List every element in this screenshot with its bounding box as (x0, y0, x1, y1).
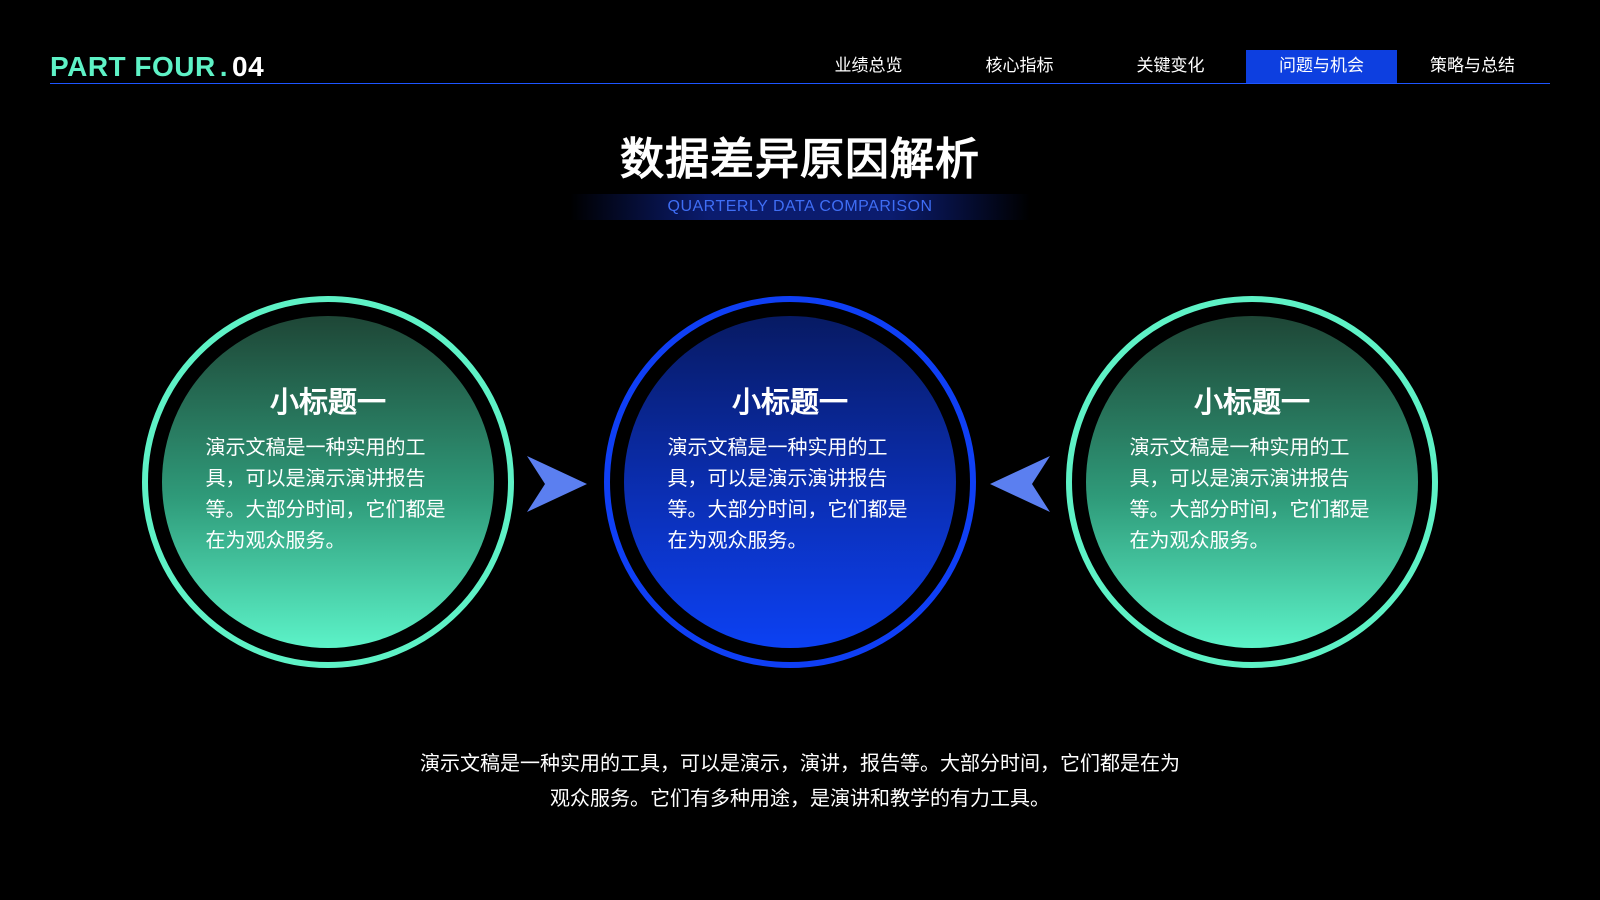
arrow-right-shape (527, 456, 587, 512)
card-title: 小标题一 (269, 385, 386, 419)
summary-text: 演示文稿是一种实用的工具，可以是演示，演讲，报告等。大部分时间，它们都是在为 观… (350, 746, 1250, 816)
card-circle-left-inner: 小标题一 演示文稿是一种实用的工具，可以是演示演讲报告等。大部分时间，它们都是在… (162, 316, 494, 648)
card-text: 演示文稿是一种实用的工具，可以是演示演讲报告等。大部分时间，它们都是在为观众服务… (1129, 435, 1370, 552)
nav-item-core-metrics[interactable]: 核心指标 (985, 56, 1054, 76)
page-title: 数据差异原因解析 (620, 134, 980, 185)
arrow-left-icon (990, 456, 1050, 512)
brand-title: PART FOUR.04 (50, 50, 264, 84)
nav-item-performance-overview[interactable]: 业绩总览 (834, 56, 903, 76)
nav-divider (50, 83, 1550, 84)
card-circle-right: 小标题一 演示文稿是一种实用的工具，可以是演示演讲报告等。大部分时间，它们都是在… (1066, 296, 1438, 668)
brand-separator: . (219, 51, 229, 82)
nav-item-strategy-summary[interactable]: 策略与总结 (1430, 56, 1515, 76)
summary-line-2: 观众服务。它们有多种用途，是演讲和教学的有力工具。 (550, 786, 1050, 810)
arrow-right-icon (527, 456, 587, 512)
top-nav: 业绩总览 核心指标 关键变化 问题与机会 策略与总结 (793, 50, 1548, 83)
page-subtitle: QUARTERLY DATA COMPARISON (667, 198, 933, 215)
summary-line-1: 演示文稿是一种实用的工具，可以是演示，演讲，报告等。大部分时间，它们都是在为 (420, 751, 1180, 775)
card-circle-center-inner: 小标题一 演示文稿是一种实用的工具，可以是演示演讲报告等。大部分时间，它们都是在… (624, 316, 956, 648)
card-text: 演示文稿是一种实用的工具，可以是演示演讲报告等。大部分时间，它们都是在为观众服务… (667, 435, 908, 552)
nav-item-key-changes[interactable]: 关键变化 (1136, 56, 1205, 76)
subtitle-glow (570, 194, 1030, 220)
nav-item-problems-opportunities[interactable]: 问题与机会 (1246, 50, 1397, 83)
brand-text: PART FOUR (50, 51, 216, 82)
arrow-left-shape (990, 456, 1050, 512)
brand-number: 04 (232, 51, 265, 82)
card-title: 小标题一 (1193, 385, 1310, 419)
card-circle-left: 小标题一 演示文稿是一种实用的工具，可以是演示演讲报告等。大部分时间，它们都是在… (142, 296, 514, 668)
card-circle-center: 小标题一 演示文稿是一种实用的工具，可以是演示演讲报告等。大部分时间，它们都是在… (604, 296, 976, 668)
card-circle-right-inner: 小标题一 演示文稿是一种实用的工具，可以是演示演讲报告等。大部分时间，它们都是在… (1086, 316, 1418, 648)
card-title: 小标题一 (731, 385, 848, 419)
card-text: 演示文稿是一种实用的工具，可以是演示演讲报告等。大部分时间，它们都是在为观众服务… (205, 435, 446, 552)
